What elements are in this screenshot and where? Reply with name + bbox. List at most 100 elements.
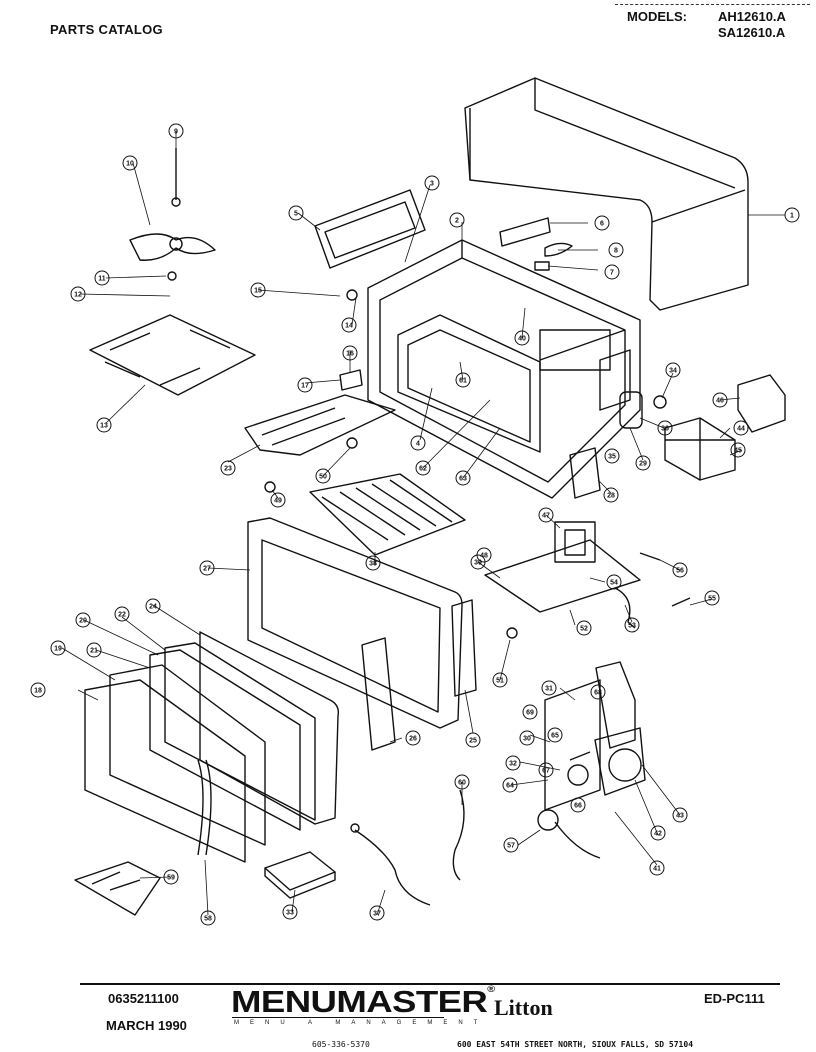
callout-64: 64 — [506, 783, 514, 790]
model-number-1: AH12610.A — [718, 9, 786, 24]
callout-18: 18 — [34, 688, 42, 695]
callout-4: 4 — [416, 441, 420, 448]
waveguide-cover — [314, 189, 426, 269]
wire-clip — [74, 861, 161, 916]
callout-59: 59 — [167, 875, 175, 882]
callout-30: 30 — [523, 736, 531, 743]
callout-20: 20 — [79, 618, 87, 625]
callout-24: 24 — [149, 604, 157, 611]
callout-41: 41 — [653, 866, 661, 873]
callout-68: 68 — [594, 690, 602, 697]
company-address: 600 EAST 54TH STREET NORTH, SIOUX FALLS,… — [457, 1040, 694, 1049]
brand-name: MENUMASTER — [231, 984, 488, 1019]
callout-53: 53 — [628, 623, 636, 630]
callout-2: 2 — [455, 218, 459, 225]
callout-43: 43 — [676, 813, 684, 820]
phone-number: 605-336-5370 — [312, 1040, 370, 1049]
callout-17: 17 — [301, 383, 309, 390]
callout-8: 8 — [614, 248, 618, 255]
power-cord — [350, 789, 465, 906]
callout-47: 47 — [542, 513, 550, 520]
callout-39: 39 — [474, 560, 482, 567]
callout-16: 16 — [346, 351, 354, 358]
magnetron — [664, 374, 786, 481]
callout-11: 11 — [98, 276, 106, 283]
callout-69: 69 — [526, 710, 534, 717]
callout-67: 67 — [542, 768, 550, 775]
callout-61: 61 — [459, 378, 467, 385]
fan-assembly — [129, 148, 216, 281]
model-number-2: SA12610.A — [718, 25, 786, 40]
callout-35: 35 — [608, 454, 616, 461]
registered-mark: ® — [487, 984, 495, 994]
callout-12: 12 — [74, 292, 82, 299]
brand-logo: MENUMASTER® — [231, 984, 495, 1020]
callout-10: 10 — [126, 161, 134, 168]
control-board — [537, 661, 646, 859]
callout-46: 46 — [716, 398, 724, 405]
callout-49: 49 — [274, 498, 282, 505]
part-number: 0635211100 — [108, 991, 179, 1006]
fuse-box — [264, 851, 336, 899]
callout-58: 58 — [204, 916, 212, 923]
callout-22: 22 — [118, 612, 126, 619]
callout-63: 63 — [459, 476, 467, 483]
document-code: ED-PC111 — [704, 991, 765, 1006]
callout-3: 3 — [430, 181, 434, 188]
door-panels — [84, 631, 340, 863]
capacitor — [619, 391, 667, 429]
callout-markers: 1234567891011121314151617181920212223242… — [30, 123, 800, 926]
callout-65: 65 — [551, 733, 559, 740]
publication-date: MARCH 1990 — [106, 1018, 187, 1033]
bottom-tray — [244, 394, 396, 456]
callout-15: 15 — [254, 288, 262, 295]
callout-50: 50 — [319, 474, 327, 481]
footer-rule — [80, 983, 780, 985]
brand-underline — [232, 1017, 444, 1018]
callout-45: 45 — [734, 448, 742, 455]
callout-54: 54 — [610, 580, 618, 587]
callout-66: 66 — [574, 803, 582, 810]
callout-60: 60 — [458, 780, 466, 787]
callout-55: 55 — [708, 596, 716, 603]
exploded-parts-diagram: 1234567891011121314151617181920212223242… — [30, 77, 800, 926]
callout-1: 1 — [790, 213, 794, 220]
models-label: MODELS: — [627, 9, 687, 24]
callout-34: 34 — [669, 368, 677, 375]
callout-56: 56 — [676, 568, 684, 575]
callout-5: 5 — [294, 211, 298, 218]
callout-28: 28 — [607, 493, 615, 500]
callout-31: 31 — [545, 686, 553, 693]
callout-19: 19 — [54, 646, 62, 653]
callout-57: 57 — [507, 843, 515, 850]
callout-23: 23 — [224, 466, 232, 473]
callout-36: 36 — [661, 426, 669, 433]
callout-13: 13 — [100, 423, 108, 430]
leader-lines — [61, 131, 785, 916]
callout-26: 26 — [409, 736, 417, 743]
oven-cavity — [367, 239, 641, 499]
callout-40: 40 — [518, 336, 526, 343]
callout-37: 37 — [373, 911, 381, 918]
callout-51: 51 — [496, 678, 504, 685]
callout-62: 62 — [419, 466, 427, 473]
callout-44: 44 — [737, 426, 745, 433]
page-title: PARTS CATALOG — [50, 22, 163, 37]
callout-48: 48 — [480, 553, 488, 560]
misc-small-parts — [264, 289, 691, 761]
callout-6: 6 — [600, 221, 604, 228]
callout-42: 42 — [654, 831, 662, 838]
callout-52: 52 — [580, 626, 588, 633]
door-frame — [247, 517, 463, 729]
litton-logo: Litton — [494, 995, 553, 1020]
callout-7: 7 — [610, 270, 614, 277]
outer-cabinet — [464, 77, 749, 311]
header-rule — [615, 4, 810, 5]
cover-plate — [89, 314, 256, 396]
base-plate-transformer — [484, 521, 641, 629]
control-panels — [361, 447, 601, 751]
glass-tray — [309, 473, 466, 556]
callout-38: 38 — [369, 561, 377, 568]
callout-25: 25 — [469, 738, 477, 745]
callout-29: 29 — [639, 461, 647, 468]
